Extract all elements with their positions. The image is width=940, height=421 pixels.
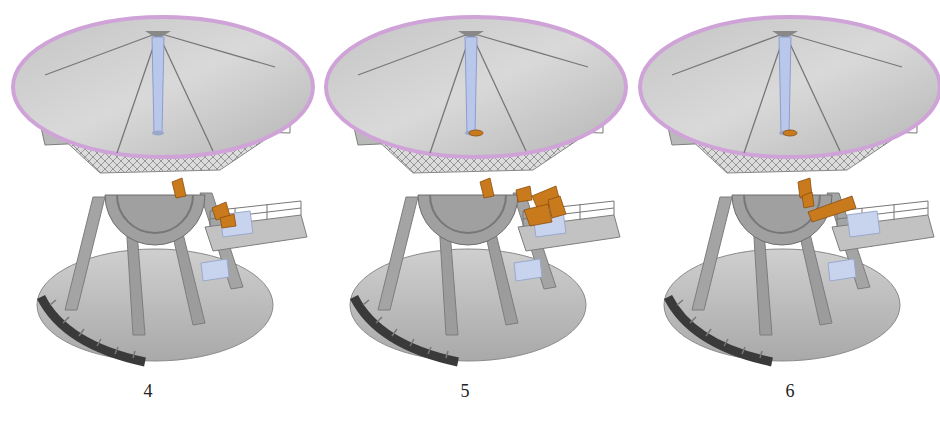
- panel-number: 6: [786, 381, 795, 402]
- panel-number: 5: [461, 381, 470, 402]
- panel-number: 4: [144, 381, 153, 402]
